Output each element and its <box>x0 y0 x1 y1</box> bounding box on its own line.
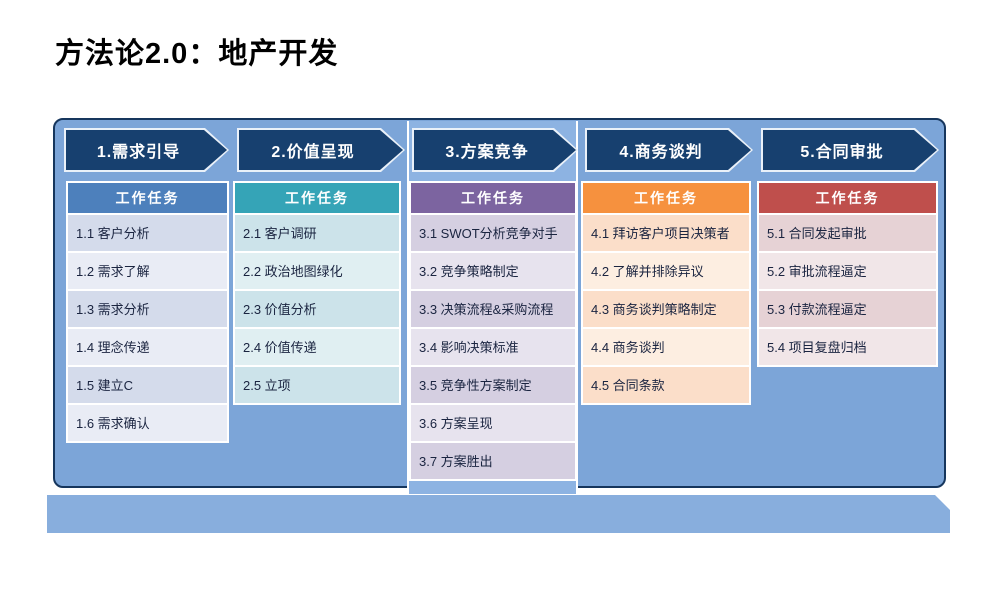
bottom-bar <box>47 495 950 533</box>
task-item[interactable]: 1.2 需求了解 <box>68 253 227 289</box>
task-item[interactable]: 4.1 拜访客户项目决策者 <box>583 215 749 251</box>
task-item[interactable]: 4.2 了解并排除异议 <box>583 253 749 289</box>
task-item[interactable]: 2.3 价值分析 <box>235 291 399 327</box>
task-item[interactable]: 3.3 决策流程&采购流程 <box>411 291 575 327</box>
chevron-arrow-shape: 3.方案竞争 <box>414 130 576 170</box>
task-item[interactable]: 1.4 理念传递 <box>68 329 227 365</box>
task-item[interactable]: 1.5 建立C <box>68 367 227 403</box>
chevron-arrow-shape: 2.价值呈现 <box>239 130 403 170</box>
stage-label: 5.合同审批 <box>800 144 884 161</box>
task-item[interactable]: 2.4 价值传递 <box>235 329 399 365</box>
page-title: 方法论2.0：地产开发 <box>55 38 339 70</box>
stage-label: 4.商务谈判 <box>619 144 703 161</box>
chevron-arrow-shape: 4.商务谈判 <box>587 130 751 170</box>
task-item[interactable]: 5.1 合同发起审批 <box>759 215 936 251</box>
task-item[interactable]: 4.5 合同条款 <box>583 367 749 403</box>
task-item[interactable]: 1.6 需求确认 <box>68 405 227 441</box>
task-item[interactable]: 2.1 客户调研 <box>235 215 399 251</box>
task-item[interactable]: 5.3 付款流程逼定 <box>759 291 936 327</box>
task-item[interactable]: 5.2 审批流程逼定 <box>759 253 936 289</box>
task-item[interactable]: 2.2 政治地图绿化 <box>235 253 399 289</box>
stage-label: 1.需求引导 <box>96 144 181 161</box>
stage-arrow[interactable]: 3.方案竞争 <box>412 128 578 172</box>
stage-arrow[interactable]: 2.价值呈现 <box>237 128 405 172</box>
task-list-header: 工作任务 <box>68 183 227 213</box>
stage-label: 3.方案竞争 <box>445 144 529 161</box>
task-item[interactable]: 4.3 商务谈判策略制定 <box>583 291 749 327</box>
task-list-header: 工作任务 <box>759 183 936 213</box>
task-list-header: 工作任务 <box>583 183 749 213</box>
task-item[interactable]: 2.5 立项 <box>235 367 399 403</box>
task-list-header: 工作任务 <box>235 183 399 213</box>
stage-label: 2.价值呈现 <box>271 144 355 161</box>
task-item[interactable]: 3.2 竞争策略制定 <box>411 253 575 289</box>
task-item[interactable]: 1.3 需求分析 <box>68 291 227 327</box>
task-item[interactable]: 3.1 SWOT分析竞争对手 <box>411 215 575 251</box>
task-item[interactable]: 5.4 项目复盘归档 <box>759 329 936 365</box>
task-item[interactable]: 4.4 商务谈判 <box>583 329 749 365</box>
task-item[interactable]: 3.5 竞争性方案制定 <box>411 367 575 403</box>
stage-arrow[interactable]: 1.需求引导 <box>64 128 229 172</box>
task-item[interactable]: 3.6 方案呈现 <box>411 405 575 441</box>
task-item[interactable]: 1.1 客户分析 <box>68 215 227 251</box>
stage-arrow[interactable]: 4.商务谈判 <box>585 128 753 172</box>
task-item[interactable]: 3.4 影响决策标准 <box>411 329 575 365</box>
chevron-arrow-shape: 5.合同审批 <box>763 130 937 170</box>
task-list-header: 工作任务 <box>411 183 575 213</box>
task-item[interactable]: 3.7 方案胜出 <box>411 443 575 479</box>
stage-arrow[interactable]: 5.合同审批 <box>761 128 939 172</box>
chevron-arrow-shape: 1.需求引导 <box>66 130 227 170</box>
